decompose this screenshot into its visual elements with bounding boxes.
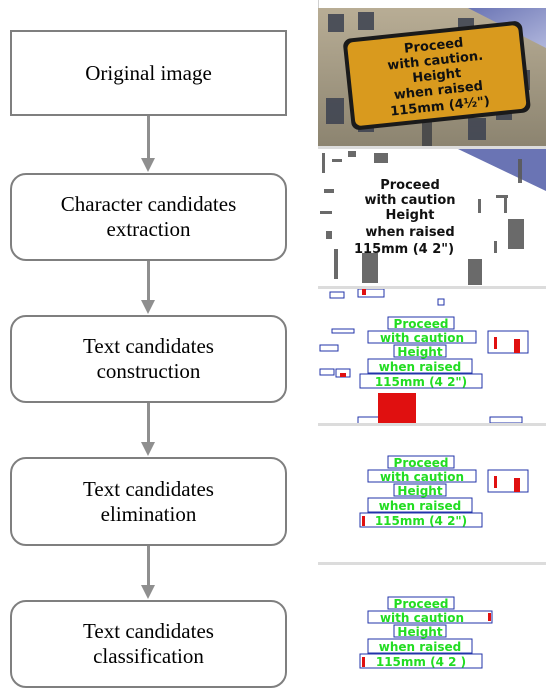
elimination-line-3: Height: [397, 484, 442, 498]
panel-divider: [318, 286, 546, 289]
step-label: Text candidates elimination: [83, 476, 214, 526]
binary-line-1: Proceed: [380, 178, 440, 193]
classification-line-3: Height: [397, 625, 442, 639]
classification-line-5: 115mm (4 2 ): [376, 655, 466, 669]
connector-arrow-2: [147, 261, 150, 301]
panel-divider: [318, 562, 546, 565]
binary-line-5: 115mm (4 2"): [354, 242, 454, 257]
classification-line-1: Proceed: [394, 597, 449, 611]
connector-arrow-3: [147, 403, 150, 443]
binary-line-4: when raised: [365, 225, 454, 240]
sign-line-1: Proceed: [403, 36, 464, 57]
step-original-image: Original image: [10, 30, 287, 116]
connector-arrow-4: [147, 546, 150, 586]
elimination-line-5: 115mm (4 2"): [375, 514, 467, 528]
elimination-line-1: Proceed: [394, 456, 449, 470]
classification-image: Proceed with caution Height when raised …: [318, 565, 546, 698]
construction-line-3: Height: [397, 345, 442, 359]
binary-line-2: with caution: [364, 193, 455, 208]
classification-line-2: with caution: [380, 611, 464, 625]
step-text-candidates-elimination: Text candidates elimination: [10, 457, 287, 546]
construction-line-5: 115mm (4 2"): [375, 375, 467, 389]
extraction-image: Proceed with caution Height when raised …: [318, 149, 546, 286]
panel-divider: [318, 146, 546, 149]
arrowhead-2: [141, 300, 155, 314]
elimination-line-2: with caution: [380, 470, 464, 484]
construction-line-1: Proceed: [394, 317, 449, 331]
step-label: Text candidates construction: [83, 334, 214, 383]
arrowhead-4: [141, 585, 155, 599]
step-text-candidates-construction: Text candidates construction: [10, 315, 287, 403]
construction-image: Proceed with caution Height when raised …: [318, 289, 546, 423]
step-label: Original image: [85, 60, 212, 85]
step-label: Character candidates extraction: [60, 192, 237, 241]
step-label: Text candidates classification: [83, 619, 214, 668]
arrowhead-1: [141, 158, 155, 172]
elimination-image: Proceed with caution Height when raised …: [318, 426, 546, 562]
panel-divider: [318, 423, 546, 426]
connector-arrow-1: [147, 116, 150, 158]
step-text-candidates-classification: Text candidates classification: [10, 600, 287, 688]
original-photo: Proceed with caution. Height when raised…: [318, 8, 546, 146]
sign-line-3: Height: [412, 66, 462, 86]
elimination-line-4: when raised: [379, 499, 462, 513]
classification-line-4: when raised: [379, 640, 462, 654]
step-character-candidates-extraction: Character candidates extraction: [10, 173, 287, 261]
binary-line-3: Height: [386, 208, 435, 223]
construction-line-2: with caution: [380, 331, 464, 345]
arrowhead-3: [141, 442, 155, 456]
construction-line-4: when raised: [379, 360, 462, 374]
